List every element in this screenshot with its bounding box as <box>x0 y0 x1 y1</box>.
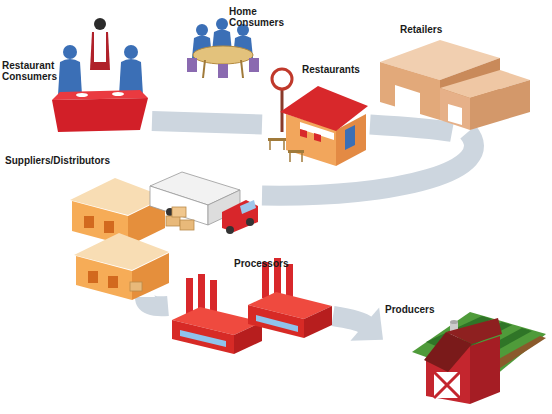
supply-chain-stage: Restaurants <box>262 62 370 166</box>
stage-label: Restaurant Consumers <box>2 60 64 82</box>
retail-store-illustration-part <box>380 62 440 120</box>
supply-chain-stage: Producers <box>383 302 543 410</box>
warehouse-truck-illustration-part <box>84 216 94 228</box>
restaurant-building-part <box>300 129 307 138</box>
flow-band <box>370 124 452 132</box>
supply-chain-stage: Retailers <box>372 22 532 132</box>
retail-store-illustration-part <box>448 104 462 125</box>
restaurant-building-part <box>283 141 285 150</box>
stage-label: Suppliers/Distributors <box>5 155 145 166</box>
farm-illustration-part <box>434 372 460 398</box>
retail-store-illustration-part <box>440 88 470 130</box>
warehouse-truck-illustration-part <box>150 186 208 225</box>
warehouse-truck-illustration-part <box>180 220 194 230</box>
warehouse-truck-illustration-part <box>226 226 234 234</box>
flow-band-body <box>370 124 452 132</box>
home-table-illustration-part <box>203 60 205 78</box>
restaurant-building-part <box>272 69 292 89</box>
home-table-illustration-part <box>241 60 243 78</box>
restaurant-building-part <box>345 125 355 150</box>
restaurant-table-illustration-part <box>76 93 88 97</box>
home-table-illustration-part <box>196 24 208 36</box>
restaurant-table-illustration <box>52 18 148 132</box>
warehouse-truck-illustration <box>70 172 258 300</box>
home-table-illustration-part <box>249 58 259 72</box>
warehouse-truck-illustration-part <box>88 271 98 283</box>
restaurant-table-illustration-part <box>124 45 138 59</box>
farm-illustration <box>412 312 546 404</box>
restaurant-building-part <box>269 141 271 150</box>
restaurant-table-illustration-part <box>52 98 148 132</box>
flow-band <box>145 297 168 306</box>
supply-chain-stage: Suppliers/Distributors <box>2 152 262 297</box>
retail-store-illustration-part <box>395 85 420 118</box>
farm-illustration-part <box>470 336 500 404</box>
flow-band <box>152 121 262 124</box>
restaurant-table-illustration-part <box>58 59 82 95</box>
farm-illustration-part <box>446 318 502 344</box>
factory-illustration-part <box>172 320 234 354</box>
home-table-illustration-part <box>187 58 197 72</box>
flow-band-body <box>152 121 262 124</box>
warehouse-truck-illustration-part <box>130 282 142 291</box>
restaurant-table-illustration-part <box>94 32 106 62</box>
home-table-illustration-part <box>218 64 228 78</box>
supply-chain-stage: Processors <box>168 256 333 356</box>
stage-label: Restaurants <box>302 64 372 75</box>
farm-illustration-part <box>434 372 460 398</box>
flow-band-body <box>333 316 366 325</box>
farm-illustration-part <box>450 320 458 324</box>
warehouse-truck-illustration-part <box>104 221 114 233</box>
restaurant-building <box>268 69 368 166</box>
restaurant-building-part <box>301 153 303 162</box>
supply-chain-stage: Restaurant Consumers <box>0 22 152 132</box>
stage-label: Producers <box>385 304 465 315</box>
factory-illustration-part <box>256 315 298 332</box>
stage-label: Home Consumers <box>229 6 289 28</box>
restaurant-building-part <box>289 153 291 162</box>
restaurant-building-part <box>288 150 304 153</box>
retail-store-illustration-part <box>470 80 530 130</box>
home-table-illustration-part <box>193 46 253 64</box>
factory-illustration-part <box>286 264 293 300</box>
warehouse-truck-illustration-part <box>108 276 118 288</box>
warehouse-truck-illustration-part <box>76 256 132 300</box>
flow-band <box>333 307 383 340</box>
supply-chain-stage: Home Consumers <box>183 4 288 84</box>
warehouse-truck-illustration-part <box>240 200 256 214</box>
stage-label: Processors <box>234 258 314 269</box>
factory-illustration <box>172 258 332 354</box>
factory-illustration-part <box>186 278 193 314</box>
flow-band-body <box>145 297 168 306</box>
restaurant-table-illustration-part <box>94 18 106 30</box>
arrow-head <box>350 307 383 340</box>
warehouse-truck-illustration-part <box>166 216 180 226</box>
stage-label: Retailers <box>400 24 480 35</box>
farm-illustration-part <box>434 372 460 398</box>
restaurant-table-illustration-part <box>119 59 143 95</box>
home-table-illustration-part <box>216 18 228 30</box>
restaurant-building-part <box>314 133 321 142</box>
factory-illustration-part <box>234 322 262 354</box>
factory-illustration-part <box>304 306 332 338</box>
restaurant-building-part <box>268 138 286 141</box>
restaurant-table-illustration-part <box>90 32 110 70</box>
warehouse-truck-illustration-part <box>132 253 169 300</box>
factory-illustration-part <box>180 330 226 347</box>
factory-illustration-part <box>248 305 304 338</box>
restaurant-building-part <box>280 86 368 131</box>
restaurant-table-illustration-part <box>112 92 124 96</box>
warehouse-truck-illustration-part <box>172 207 186 217</box>
warehouse-truck-illustration-part <box>246 218 254 226</box>
retail-store-illustration <box>380 40 530 130</box>
restaurant-table-illustration-part <box>63 45 77 59</box>
